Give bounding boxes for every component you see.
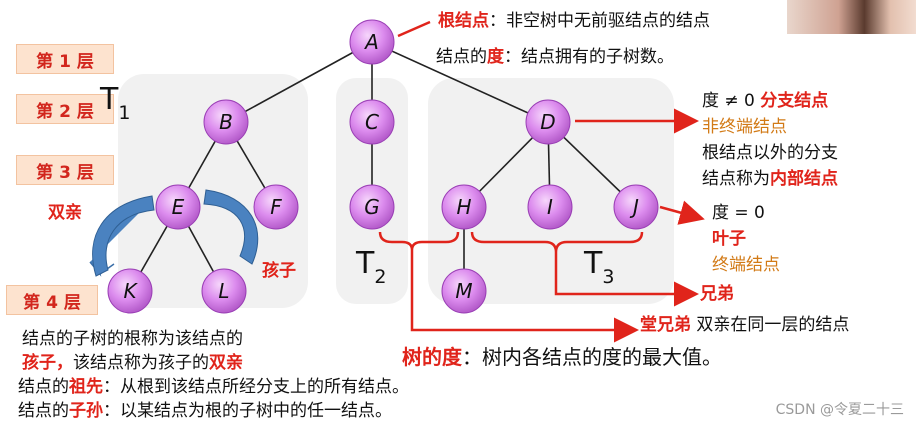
cousin-definition: 堂兄弟 双亲在同一层的结点 xyxy=(640,315,850,335)
tree-node-H: H xyxy=(441,184,487,230)
sibling-term: 兄弟 xyxy=(700,284,734,304)
tree-node-label: I xyxy=(547,195,553,219)
root-definition: 根结点：非空树中无前驱结点的结点 xyxy=(438,11,710,31)
tree-node-K: K xyxy=(107,268,153,314)
descendant-definition: 结点的子孙：以某结点为根的子树中的任一结点。 xyxy=(18,401,392,421)
tree-node-circle xyxy=(441,268,487,314)
presenter-photo xyxy=(787,0,916,34)
leaf-alt-term: 终端结点 xyxy=(712,255,780,275)
tree-node-B: B xyxy=(203,99,249,145)
tree-node-circle xyxy=(201,268,247,314)
tree-node-label: H xyxy=(456,195,471,219)
tree-node-label: L xyxy=(218,279,229,303)
tree-node-circle xyxy=(527,184,573,230)
tree-node-circle xyxy=(613,184,659,230)
child-definition-line2: 孩子，该结点称为孩子的双亲 xyxy=(22,353,243,373)
tree-node-D: D xyxy=(525,99,571,145)
child-label: 孩子 xyxy=(262,261,296,281)
tree-node-M: M xyxy=(441,268,487,314)
tree-node-circle xyxy=(155,184,201,230)
branch-note-line2: 结点称为内部结点 xyxy=(702,169,838,189)
tree-node-label: B xyxy=(219,110,233,134)
tree-node-L: L xyxy=(201,268,247,314)
tree-node-label: D xyxy=(540,110,555,134)
tree-degree-definition: 树的度：树内各结点的度的最大值。 xyxy=(402,345,722,369)
level-4-label: 第 4 层 xyxy=(6,285,98,315)
leaf-term: 叶子 xyxy=(712,229,746,249)
parent-arrow-body xyxy=(92,195,155,277)
ancestor-definition: 结点的祖先：从根到该结点所经分支上的所有结点。 xyxy=(18,377,409,397)
tree-node-circle xyxy=(525,99,571,145)
leaf-degree: 度 = 0 xyxy=(712,203,765,223)
watermark: CSDN @令夏二十三 xyxy=(775,402,904,418)
tree-node-E: E xyxy=(155,184,201,230)
tree-node-G: G xyxy=(349,184,395,230)
tree-node-circle xyxy=(349,184,395,230)
tree-node-circle xyxy=(441,184,487,230)
tree-node-label: C xyxy=(365,110,379,134)
tree-node-C: C xyxy=(349,99,395,145)
tree-node-label: M xyxy=(455,279,472,303)
tree-node-A: A xyxy=(349,19,395,65)
tree-node-circle xyxy=(349,99,395,145)
parent-label: 双亲 xyxy=(48,203,82,223)
tree-node-circle xyxy=(203,99,249,145)
tree-node-label: E xyxy=(172,195,185,219)
branch-note-line1: 根结点以外的分支 xyxy=(702,143,838,163)
tree-node-circle xyxy=(253,184,299,230)
branch-degree: 度 ≠ 0 分支结点 xyxy=(702,91,829,111)
root-pointer xyxy=(397,20,431,38)
level-1-label: 第 1 层 xyxy=(16,44,114,74)
tree-node-label: K xyxy=(123,279,138,303)
child-arrow-body xyxy=(203,189,259,265)
child-definition-line1: 结点的子树的根称为该结点的 xyxy=(22,329,243,349)
degree-definition: 结点的度：结点拥有的子树数。 xyxy=(436,47,674,67)
edge-A-D xyxy=(371,41,549,123)
cousin-pointer xyxy=(410,250,639,343)
tree-node-label: J xyxy=(629,195,639,219)
tree-node-F: F xyxy=(253,184,299,230)
subtree-t1-label: T1 xyxy=(100,82,131,124)
tree-node-I: I xyxy=(527,184,573,230)
level-2-label: 第 2 层 xyxy=(16,94,114,124)
tree-node-J: J xyxy=(613,184,659,230)
tree-node-circle xyxy=(107,268,153,314)
subtree-t3-label: T3 xyxy=(584,246,615,288)
edge-A-B xyxy=(225,41,373,123)
tree-node-circle xyxy=(349,19,395,65)
subtree-t2-label: T2 xyxy=(356,246,387,288)
tree-node-label: A xyxy=(363,30,379,54)
branch-alt-term: 非终端结点 xyxy=(702,117,787,137)
tree-node-label: G xyxy=(364,195,380,219)
level-3-label: 第 3 层 xyxy=(16,155,114,185)
tree-node-label: F xyxy=(270,195,282,219)
leaf-pointer xyxy=(659,200,705,225)
sibling-pointer xyxy=(554,252,699,307)
